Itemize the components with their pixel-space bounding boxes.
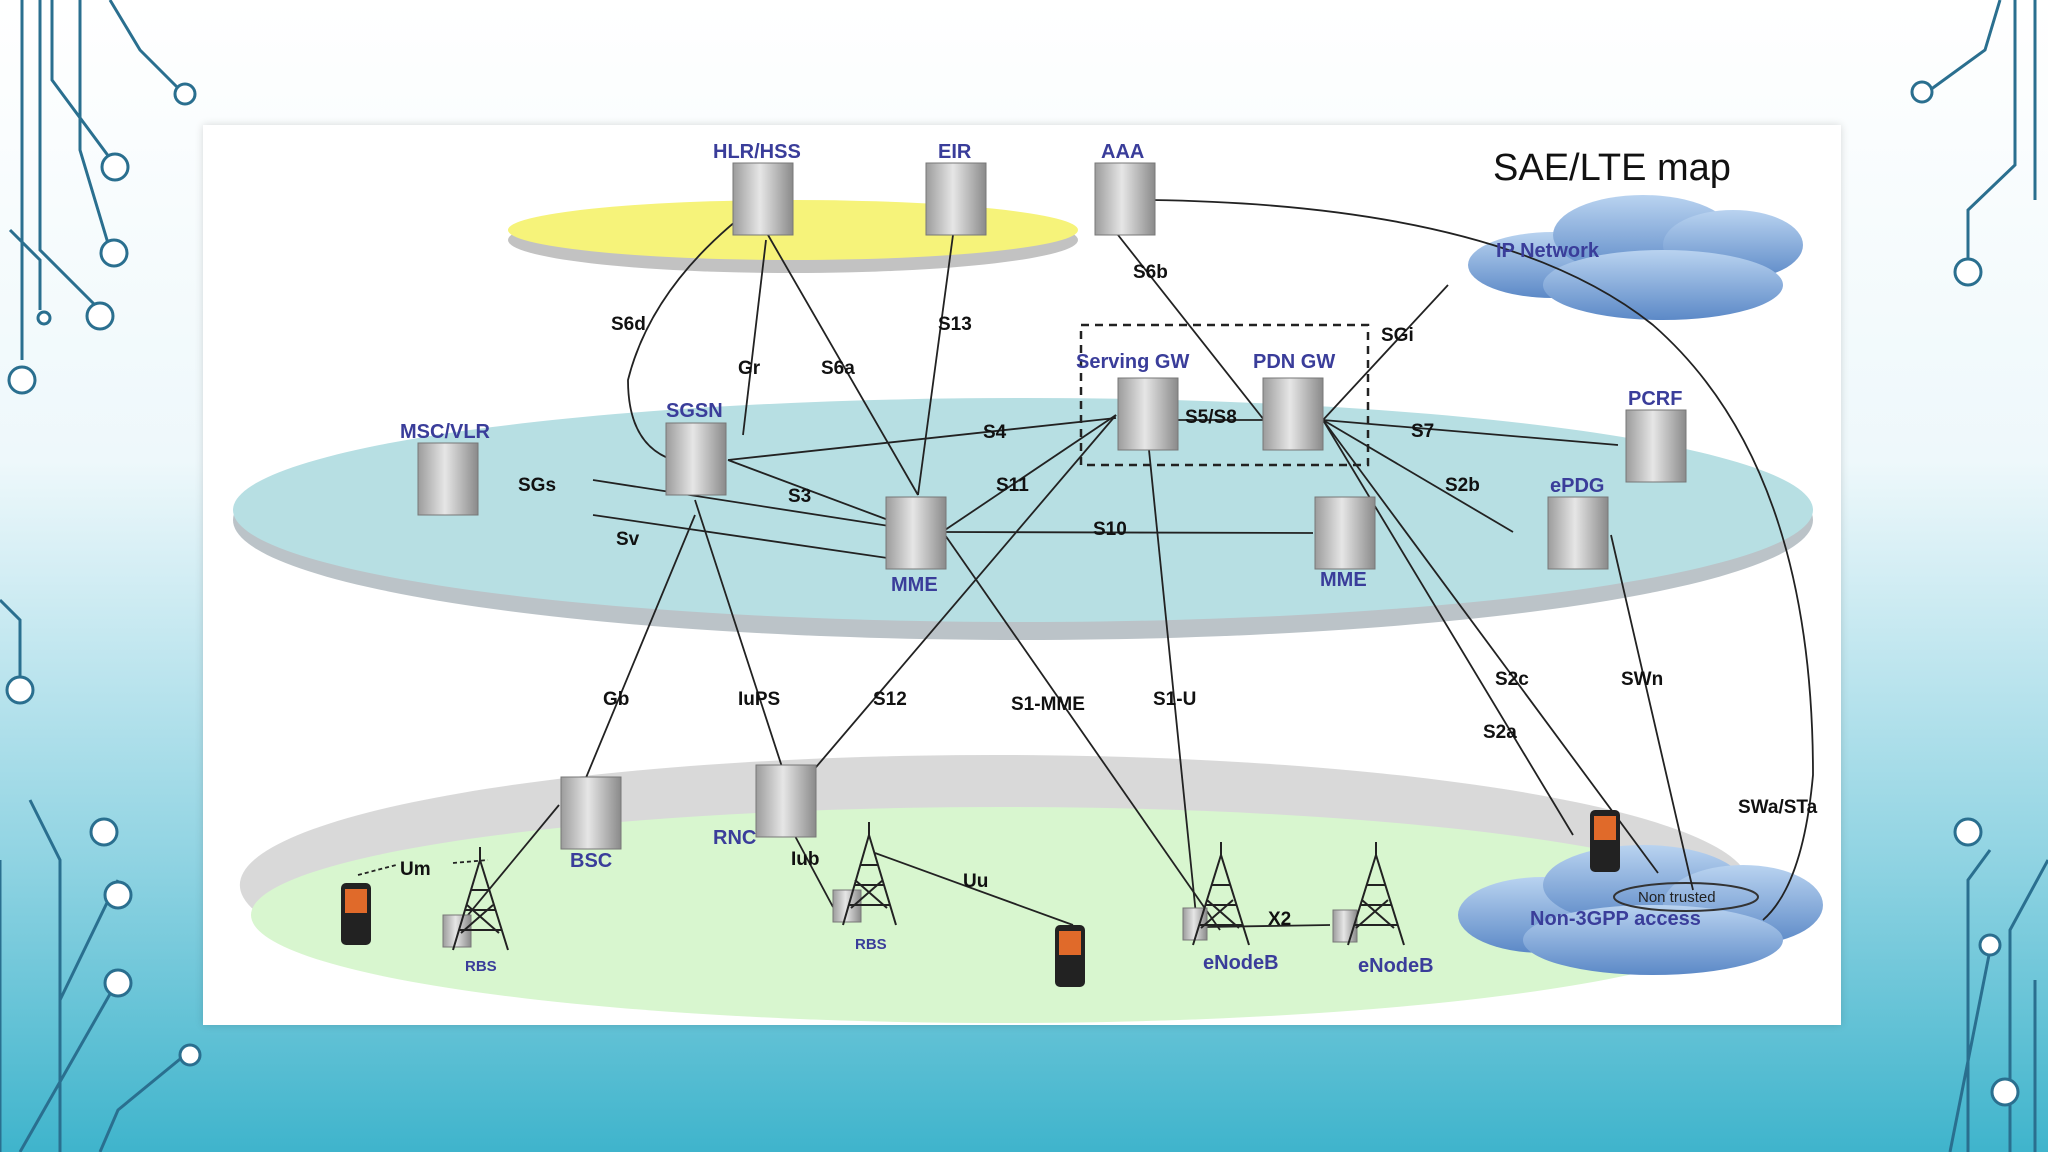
label-um: Um	[400, 859, 431, 880]
label-s3: S3	[788, 486, 811, 507]
label-eir: EIR	[938, 141, 972, 163]
label-swa-sta: SWa/STa	[1738, 797, 1818, 818]
label-gr: Gr	[738, 358, 761, 379]
label-enodeb-2: eNodeB	[1358, 955, 1434, 977]
rbs-1-antenna-icon	[452, 847, 509, 951]
server-epdg[interactable]	[1547, 496, 1609, 570]
label-epdg: ePDG	[1550, 475, 1604, 497]
phone-1-icon	[341, 883, 371, 945]
phone-3-icon	[1590, 810, 1620, 872]
server-hlr-hss[interactable]	[732, 162, 794, 236]
non-trusted-ellipse	[1613, 882, 1759, 912]
label-rnc: RNC	[713, 827, 756, 849]
label-msc-vlr: MSC/VLR	[400, 421, 491, 443]
label-bsc: BSC	[570, 850, 612, 872]
label-s6b: S6b	[1133, 262, 1168, 283]
label-s5s8: S5/S8	[1185, 407, 1237, 428]
phone-2-icon	[1055, 925, 1085, 987]
server-rnc[interactable]	[755, 764, 817, 838]
label-s2c: S2c	[1495, 669, 1529, 690]
server-pdn-gw[interactable]	[1262, 377, 1324, 451]
label-enodeb-1: eNodeB	[1203, 952, 1279, 974]
label-pdn-gw: PDN GW	[1253, 351, 1335, 373]
label-iub: Iub	[791, 849, 820, 870]
label-s1-u: S1-U	[1153, 689, 1196, 710]
label-s13: S13	[938, 314, 972, 335]
sae-lte-network-diagram: SAE/LTE map HLR/HSS EIR AAA IP Network S…	[233, 141, 1823, 1023]
server-aaa[interactable]	[1094, 162, 1156, 236]
diagram-panel: SAE/LTE map HLR/HSS EIR AAA IP Network S…	[203, 125, 1841, 1025]
ip-network-cloud	[1468, 195, 1803, 320]
left-circuit-nodes	[5, 82, 202, 1067]
label-s10: S10	[1093, 519, 1127, 540]
label-sgsn: SGSN	[666, 400, 723, 422]
label-mme-2: MME	[1320, 569, 1367, 591]
label-serving-gw: Serving GW	[1076, 351, 1189, 373]
label-sgs: SGs	[518, 475, 556, 496]
right-circuit-nodes	[1910, 80, 2020, 1107]
label-pcrf: PCRF	[1628, 388, 1682, 410]
server-mme-2[interactable]	[1314, 496, 1376, 570]
label-sv: Sv	[616, 529, 640, 550]
server-mme-1[interactable]	[885, 496, 947, 570]
label-gb: Gb	[603, 689, 629, 710]
label-aaa: AAA	[1101, 141, 1144, 163]
label-iups: IuPS	[738, 689, 780, 710]
label-uu: Uu	[963, 871, 988, 892]
server-pcrf[interactable]	[1625, 409, 1687, 483]
server-sgsn[interactable]	[665, 422, 727, 496]
label-s1-mme: S1-MME	[1011, 694, 1085, 715]
label-rbs-2: RBS	[855, 936, 887, 953]
label-rbs-1: RBS	[465, 958, 497, 975]
label-sgi: SGi	[1381, 325, 1414, 346]
label-s4: S4	[983, 422, 1007, 443]
links	[357, 199, 1814, 931]
label-ip-network: IP Network	[1496, 240, 1600, 262]
label-s6a: S6a	[821, 358, 855, 379]
gateway-box	[1079, 323, 1370, 467]
label-non-trusted: Non trusted	[1638, 889, 1716, 906]
server-bsc[interactable]	[560, 776, 622, 850]
enodeb-2-antenna-icon	[1347, 842, 1405, 946]
server-serving-gw[interactable]	[1117, 377, 1179, 451]
left-circuit-lines	[0, 0, 186, 1152]
label-s6d: S6d	[611, 314, 646, 335]
right-circuit-lines	[1929, 0, 2048, 1152]
enodeb-1-antenna-icon	[1192, 842, 1250, 946]
label-x2: X2	[1268, 909, 1291, 930]
label-s2b: S2b	[1445, 475, 1480, 496]
server-msc-vlr[interactable]	[417, 442, 479, 516]
label-swn: SWn	[1621, 669, 1663, 690]
label-s7: S7	[1411, 421, 1434, 442]
label-s2a: S2a	[1483, 722, 1517, 743]
diagram-title: SAE/LTE map	[1493, 147, 1731, 189]
label-non-3gpp-access: Non-3GPP access	[1530, 908, 1701, 930]
label-s12: S12	[873, 689, 907, 710]
access-layer-surface	[251, 807, 1755, 1023]
label-mme-1: MME	[891, 574, 938, 596]
label-s11: S11	[996, 475, 1029, 496]
server-eir[interactable]	[925, 162, 987, 236]
label-hlr-hss: HLR/HSS	[713, 141, 801, 163]
core-layer	[233, 398, 1813, 622]
rbs-2-antenna-icon	[842, 822, 897, 926]
